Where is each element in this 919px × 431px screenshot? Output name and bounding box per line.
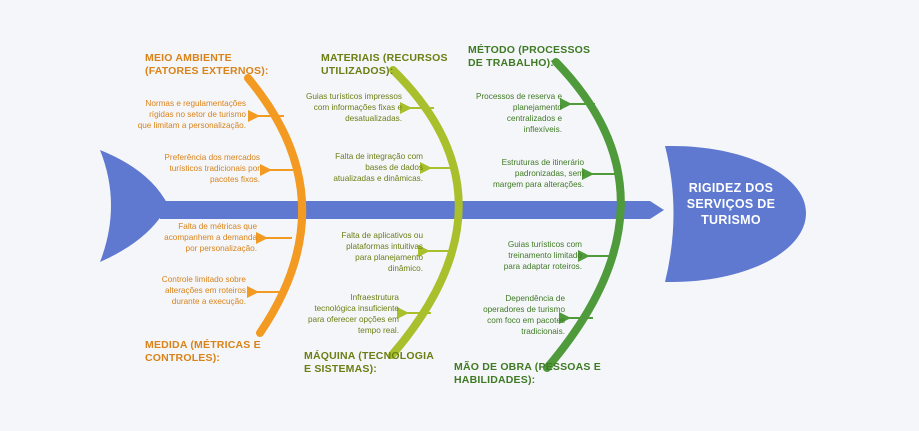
fish-spine — [160, 201, 664, 219]
fish-tail — [100, 150, 168, 262]
cause-processos-reserva: Processos de reserva e planejamento cent… — [475, 92, 562, 134]
cause-preferencia-mercados: Preferência dos mercados turísticos trad… — [164, 153, 260, 184]
category-materiais: MATERIAIS (RECURSOS UTILIZADOS): — [321, 52, 448, 77]
fish-head — [665, 146, 806, 282]
cause-normas: Normas e regulamentações rígidas no seto… — [137, 99, 246, 130]
green-bone — [543, 58, 625, 372]
cause-falta-aplicativos: Falta de aplicativos ou plataformas intu… — [341, 231, 423, 273]
cause-guias-treinamento: Guias turísticos com treinamento limitad… — [503, 240, 582, 271]
orange-bone — [244, 74, 307, 337]
cause-falta-integracao: Falta de integração com bases de dados a… — [333, 152, 423, 183]
head-label: RIGIDEZ DOS SERVIÇOS DE TURISMO — [686, 181, 776, 227]
cause-controle-limitado: Controle limitado sobre alterações em ro… — [161, 275, 246, 306]
cause-falta-metricas: Falta de métricas que acompanhem a deman… — [164, 222, 257, 253]
cause-dependencia-operadores: Dependência de operadores de turismo com… — [483, 294, 565, 336]
category-metodo: MÉTODO (PROCESSOS DE TRABALHO): — [468, 44, 591, 69]
category-meio-ambiente: MEIO AMBIENTE (FATORES EXTERNOS): — [145, 52, 269, 77]
cause-infraestrutura: Infraestrutura tecnológica insuficiente … — [307, 293, 399, 335]
cause-estruturas-itinerario: Estruturas de itinerário padronizadas, s… — [492, 158, 584, 189]
olive-bone — [388, 66, 463, 359]
category-maquina: MÁQUINA (TECNOLOGIA E SISTEMAS): — [304, 350, 434, 375]
category-mao-de-obra: MÃO DE OBRA (PESSOAS E HABILIDADES): — [454, 361, 601, 386]
cause-guias-impressos: Guias turísticos impressos com informaçõ… — [305, 92, 402, 123]
category-medida: MEDIDA (MÉTRICAS E CONTROLES): — [145, 339, 261, 364]
